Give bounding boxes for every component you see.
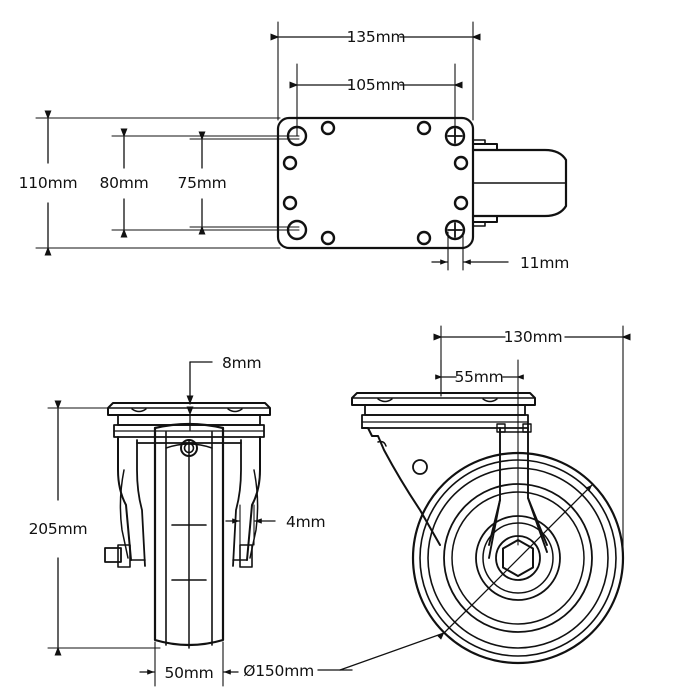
dimension-150mm-diameter: Ø150mm bbox=[243, 662, 314, 680]
front-view-group bbox=[47, 361, 276, 687]
dimension-80mm: 80mm bbox=[99, 174, 148, 192]
top-view-group bbox=[35, 21, 568, 271]
dimension-4mm: 4mm bbox=[286, 513, 325, 531]
dimension-110mm: 110mm bbox=[19, 174, 78, 192]
dimension-130mm: 130mm bbox=[504, 328, 563, 346]
dimension-55mm: 55mm bbox=[454, 368, 503, 386]
side-view-group bbox=[317, 325, 631, 671]
dimension-50mm: 50mm bbox=[164, 664, 213, 682]
dimension-8mm: 8mm bbox=[222, 354, 261, 372]
dimension-135mm: 135mm bbox=[347, 28, 406, 46]
dimension-labels: 135mm 105mm 110mm 80mm 75mm 11mm 8mm 205… bbox=[19, 28, 570, 682]
dimension-11mm: 11mm bbox=[520, 254, 569, 272]
dimension-75mm: 75mm bbox=[177, 174, 226, 192]
dimension-205mm: 205mm bbox=[29, 520, 88, 538]
dimension-105mm: 105mm bbox=[347, 76, 406, 94]
